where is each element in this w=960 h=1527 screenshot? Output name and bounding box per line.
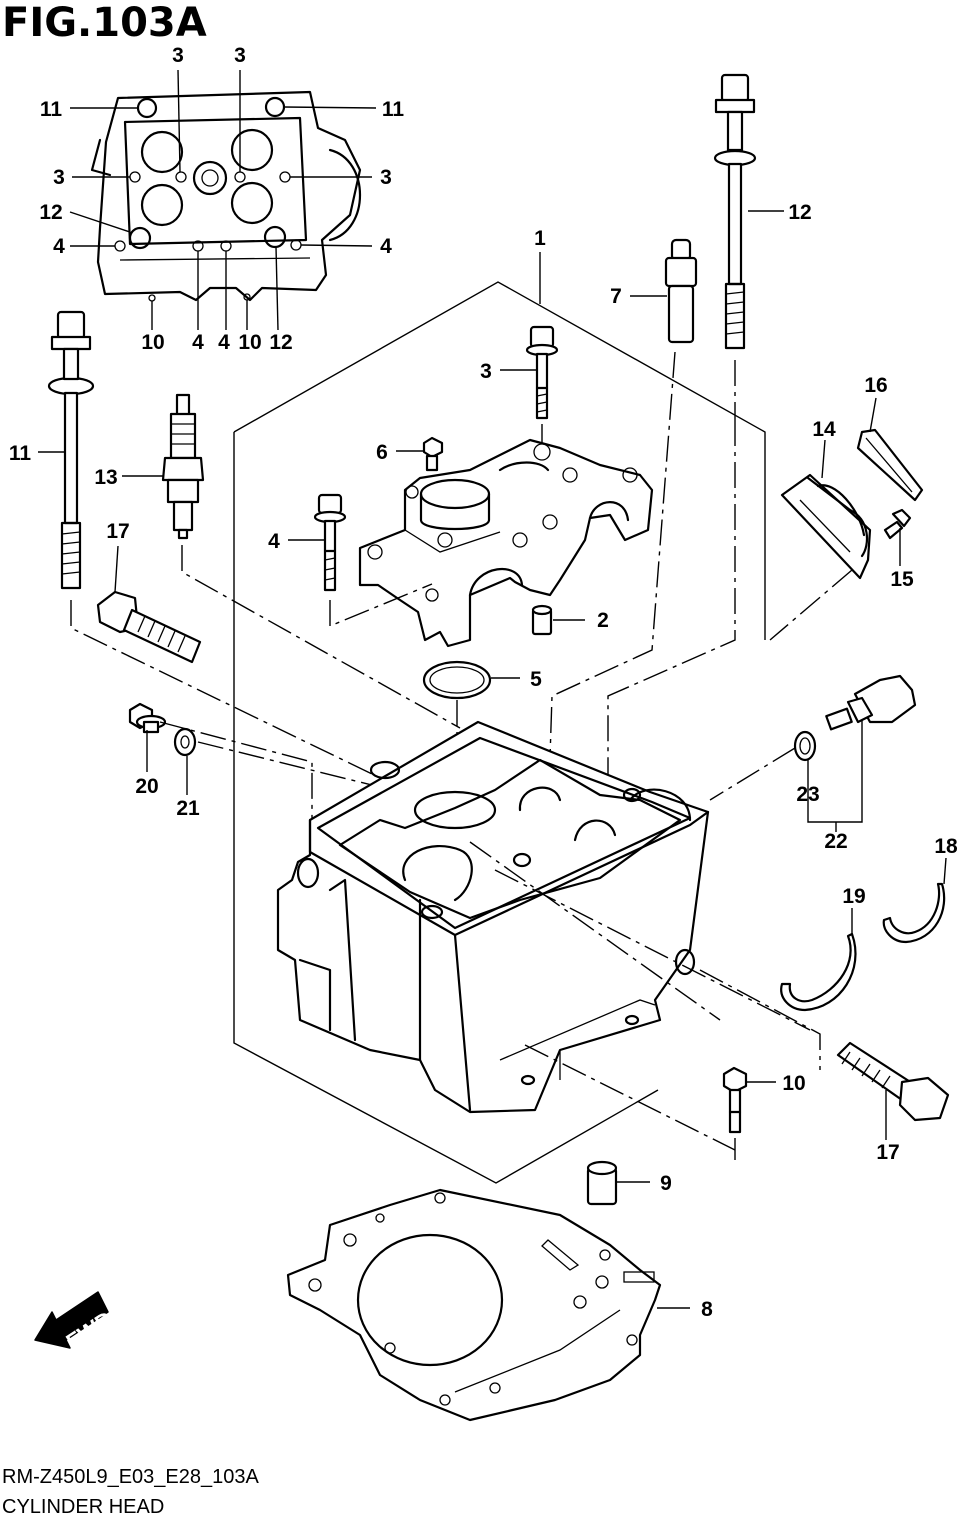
callout-17: 17	[876, 1141, 899, 1164]
clamp-16	[856, 428, 924, 502]
callout-3: 3	[53, 166, 65, 189]
bolt-20	[128, 702, 167, 734]
callout-3: 3	[234, 44, 246, 67]
callout-1: 1	[534, 227, 546, 250]
callout-14: 14	[812, 418, 836, 441]
bolt-17-right	[836, 1041, 950, 1122]
drawing-name: CYLINDER HEAD	[2, 1496, 165, 1518]
callout-23: 23	[796, 783, 819, 806]
callout-16: 16	[864, 374, 887, 397]
callout-13: 13	[94, 466, 117, 489]
callout-12: 12	[39, 201, 62, 224]
bolt-3-holder	[525, 325, 559, 444]
o-ring-23	[793, 730, 817, 762]
callout-7: 7	[610, 285, 622, 308]
bolt-17-left	[96, 590, 202, 664]
callout-17: 17	[106, 520, 129, 543]
callout-8: 8	[701, 1298, 713, 1321]
callout-15: 15	[890, 568, 914, 591]
valve-guide-7	[664, 238, 698, 344]
assembly-bracket	[233, 252, 766, 1184]
callout-10: 10	[238, 331, 261, 354]
screw-15	[883, 508, 912, 540]
cylinder-head	[276, 720, 710, 1114]
callout-11: 11	[9, 442, 32, 465]
head-gasket-8	[286, 1188, 662, 1422]
figure-title: FIG.103A	[2, 0, 207, 46]
callout-3: 3	[380, 166, 392, 189]
clip-18	[882, 882, 946, 944]
callout-4: 4	[380, 235, 392, 258]
spark-plug	[161, 393, 205, 540]
callout-12: 12	[269, 331, 292, 354]
callout-10: 10	[141, 331, 164, 354]
callout-2: 2	[597, 609, 609, 632]
clip-19	[780, 932, 857, 1012]
callout-3: 3	[172, 44, 184, 67]
forward-direction-arrow: FWD	[34, 1291, 117, 1354]
dowel-pin-9	[586, 1160, 618, 1206]
drawing-code: RM-Z450L9_E03_E28_103A	[2, 1466, 259, 1488]
long-bolt-left	[47, 310, 95, 590]
bolt-6	[422, 436, 444, 472]
washer-21	[173, 727, 197, 757]
callout-11: 11	[40, 98, 63, 121]
callout-4: 4	[268, 530, 280, 553]
callout-22: 22	[824, 830, 847, 853]
callout-5: 5	[530, 668, 542, 691]
callout-6: 6	[376, 441, 388, 464]
o-ring-5	[422, 660, 492, 700]
callout-11: 11	[382, 98, 405, 121]
callout-19: 19	[842, 885, 865, 908]
intake-pipe-14	[780, 473, 872, 580]
bolt-10-lower	[722, 1066, 748, 1160]
callout-4: 4	[192, 331, 204, 354]
callout-10: 10	[782, 1072, 805, 1095]
callout-4: 4	[218, 331, 230, 354]
top-view-leaders	[69, 69, 377, 331]
callout-12: 12	[788, 201, 811, 224]
camshaft-holder	[358, 438, 654, 648]
callout-labels: 1 2 3 3 3 3 3 4 4 4 4 4 5 6 7 8 9 10 10 …	[9, 44, 958, 1321]
callout-20: 20	[135, 775, 158, 798]
bolt-4-holder	[313, 493, 347, 592]
callout-9: 9	[660, 1172, 672, 1195]
callout-4: 4	[53, 235, 65, 258]
long-bolt-right	[713, 73, 757, 420]
callout-3: 3	[480, 360, 492, 383]
temp-sensor-22	[825, 674, 917, 731]
callout-21: 21	[176, 797, 200, 820]
callout-18: 18	[934, 835, 958, 858]
dowel-pin-2	[531, 604, 553, 636]
